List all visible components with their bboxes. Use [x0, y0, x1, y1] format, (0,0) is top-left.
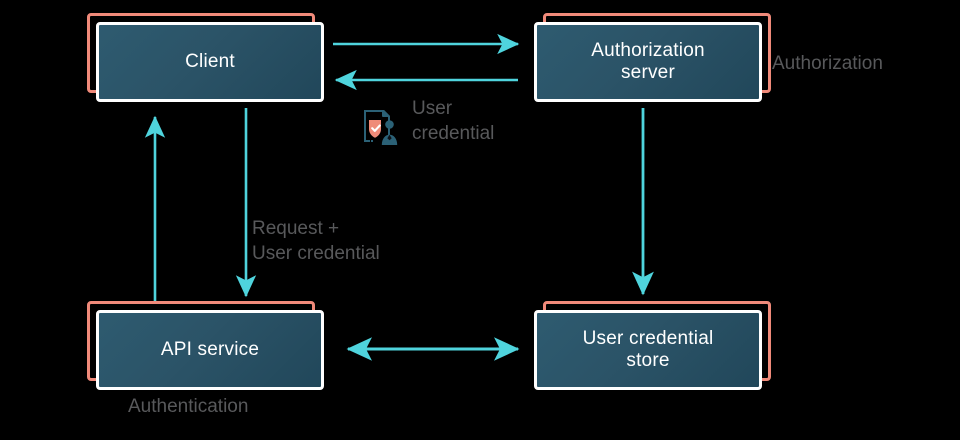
node-body: API service: [96, 310, 324, 390]
document-shield-person-icon: [358, 106, 402, 150]
node-user-credential-store[interactable]: User credential store: [534, 301, 771, 390]
annotation-user-credential: User credential: [412, 98, 495, 144]
annotation-authentication: Authentication: [128, 396, 249, 417]
node-client[interactable]: Client: [87, 13, 324, 102]
node-body: Authorization server: [534, 22, 762, 102]
annotation-authorization: Authorization: [772, 53, 883, 74]
node-label: User credential store: [582, 327, 714, 371]
node-api-service[interactable]: API service: [87, 301, 324, 390]
node-label: API service: [160, 338, 260, 360]
annotation-request-user-credential: Request + User credential: [252, 218, 380, 264]
node-authorization-server[interactable]: Authorization server: [534, 13, 771, 102]
node-body: User credential store: [534, 310, 762, 390]
node-label: Authorization server: [591, 39, 705, 83]
node-body: Client: [96, 22, 324, 102]
node-label: Client: [185, 50, 235, 72]
